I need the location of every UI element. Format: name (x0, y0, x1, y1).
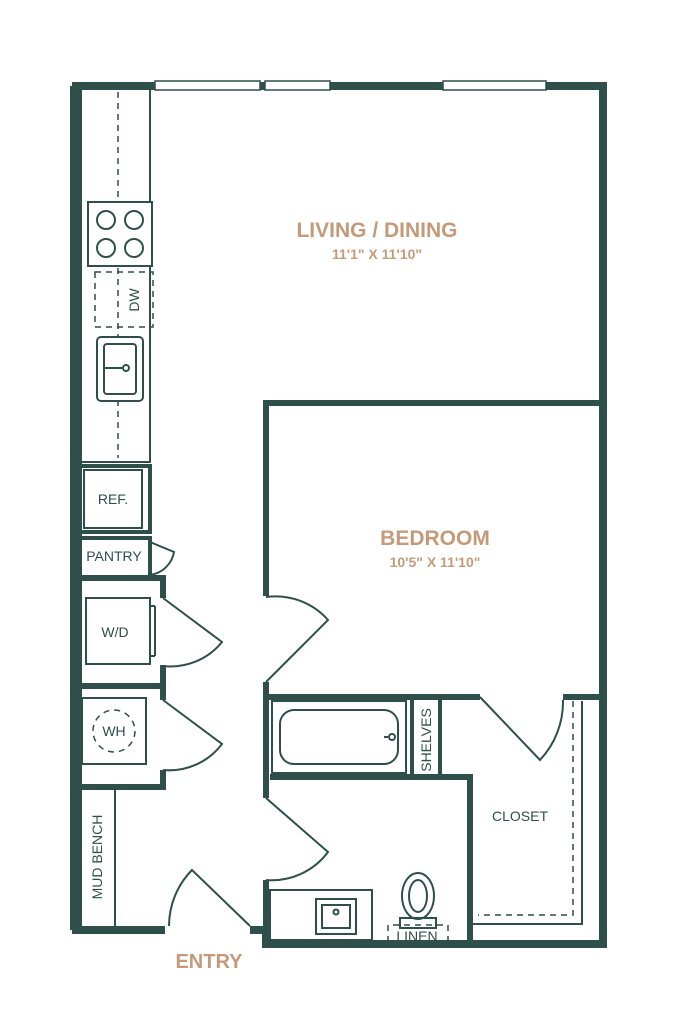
shelves-label: SHELVES (418, 708, 434, 772)
dishwasher: DW (94, 271, 154, 328)
bedroom-label: BEDROOM (380, 527, 490, 550)
entry-door (168, 868, 251, 927)
kitchen: DW REF. PANTRY (83, 92, 176, 576)
living-dining-dims: 11'1" X 11'10" (332, 246, 422, 262)
ref-label: REF. (98, 491, 128, 507)
closet-label: CLOSET (492, 808, 548, 824)
living-dining-label: LIVING / DINING (296, 219, 457, 242)
pantry-label: PANTRY (86, 548, 142, 564)
linen: LINEN (387, 924, 449, 944)
linen-label: LINEN (396, 928, 437, 944)
walk-in-closet: CLOSET (472, 696, 583, 925)
toilet (399, 872, 437, 929)
bathtub (271, 700, 407, 774)
mud-bench-label: MUD BENCH (89, 815, 105, 900)
laundry-closet: W/D (85, 597, 224, 668)
pantry: PANTRY (86, 541, 176, 576)
bedroom-dims: 10'5" X 11'10" (390, 554, 481, 570)
bath-door (265, 797, 330, 882)
vanity (269, 889, 373, 941)
dw-label: DW (126, 288, 142, 312)
cooktop (87, 201, 153, 267)
windows (154, 80, 547, 91)
water-heater-closet: WH (81, 697, 224, 772)
wd-label: W/D (101, 624, 128, 640)
refrigerator: REF. (83, 469, 143, 529)
interior-walls (76, 86, 603, 944)
kitchen-sink (96, 336, 144, 402)
bedroom-door (265, 595, 330, 683)
wh-label: WH (102, 723, 125, 739)
entry-label: ENTRY (175, 951, 243, 973)
